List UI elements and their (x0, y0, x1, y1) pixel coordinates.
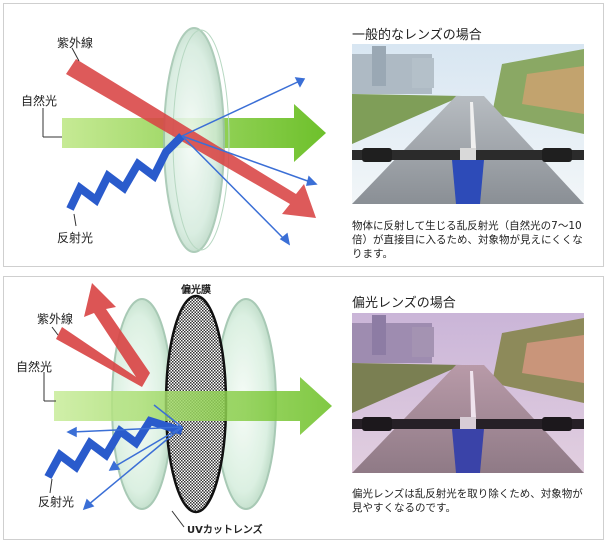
label-reflected-light: 反射光 (38, 495, 75, 509)
photo-bike-view-clear (352, 313, 584, 473)
natural-light-arrow (54, 377, 332, 435)
label-natural-light: 自然光 (16, 360, 53, 374)
label-uv-cut-lens: UVカットレンズ (187, 525, 263, 536)
blocked-rays (66, 404, 183, 511)
heading-regular-lens: 一般的なレンズの場合 (352, 28, 482, 43)
panel-polarized-lens: 偏光膜 紫外線 自然光 反射光 UVカットレンズ 偏光レンズの場合 (3, 276, 604, 540)
heading-polarized-lens: 偏光レンズの場合 (352, 296, 456, 311)
label-polarizing-film: 偏光膜 (181, 285, 211, 296)
uv-ray-arrow (56, 283, 150, 387)
panel-regular-lens: 紫外線 自然光 反射光 一般的なレンズの場合 (3, 3, 604, 267)
diagram-polarized-lens (43, 283, 332, 528)
label-uv: 紫外線 (37, 312, 74, 326)
label-reflected-light: 反射光 (57, 231, 94, 245)
reflected-light-zigzag (66, 133, 185, 211)
description-regular-lens: 物体に反射して生じる乱反射光（自然光の7～10倍）が直接目に入るため、対象物が見… (352, 220, 583, 260)
label-natural-light: 自然光 (21, 94, 58, 108)
scattered-rays (181, 77, 318, 246)
description-polarized-lens: 偏光レンズは乱反射光を取り除くため、対象物が見やすくなるのです。 (352, 488, 583, 514)
label-uv: 紫外線 (57, 36, 94, 50)
photo-bike-view-glare (352, 44, 584, 204)
diagram-regular-lens (42, 27, 326, 253)
